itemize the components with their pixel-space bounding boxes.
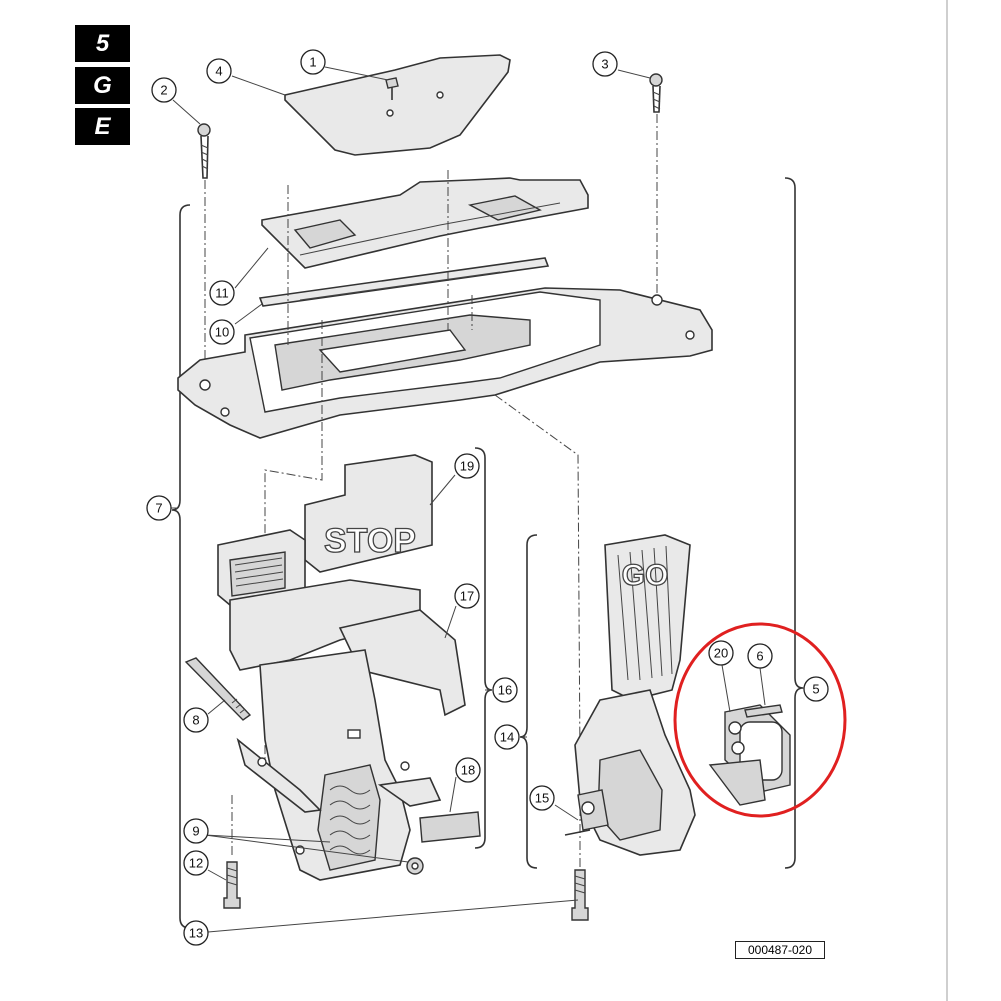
svg-text:17: 17	[460, 589, 474, 604]
section-tab-letter-g: G	[75, 67, 130, 104]
callout-14: 14	[494, 724, 520, 750]
svg-text:14: 14	[500, 730, 514, 745]
callout-4: 4	[206, 58, 232, 84]
callout-1: 1	[300, 49, 326, 75]
svg-text:2: 2	[160, 83, 167, 98]
svg-text:4: 4	[215, 64, 222, 79]
bolt-2-head	[197, 123, 211, 137]
bolt-12	[223, 861, 241, 909]
svg-text:1: 1	[309, 55, 316, 70]
callout-18: 18	[455, 757, 481, 783]
section-tab-letter-e: E	[75, 108, 130, 145]
svg-text:15: 15	[535, 791, 549, 806]
bolt-13	[571, 869, 589, 921]
callout-10: 10	[209, 319, 235, 345]
bolt-2-shank	[200, 135, 209, 179]
highlight-ellipse	[673, 622, 847, 818]
callout-13: 13	[183, 920, 209, 946]
seal-strip-10	[258, 257, 550, 307]
callout-2: 2	[151, 77, 177, 103]
svg-text:13: 13	[189, 926, 203, 941]
svg-text:5: 5	[812, 682, 819, 697]
svg-text:11: 11	[215, 286, 229, 301]
bracket-plate	[236, 737, 322, 813]
stop-pedal-pad-19	[304, 454, 433, 573]
callout-5: 5	[803, 676, 829, 702]
callout-17: 17	[454, 583, 480, 609]
callout-20: 20	[708, 640, 734, 666]
cover-17	[338, 609, 466, 717]
bracket-14	[519, 534, 538, 869]
callout-11: 11	[209, 280, 235, 306]
svg-text:9: 9	[192, 824, 199, 839]
svg-text:3: 3	[601, 57, 608, 72]
svg-text:16: 16	[498, 683, 512, 698]
bracket-7	[171, 204, 191, 929]
go-decal-text: GO	[622, 559, 669, 592]
bumper-18	[419, 811, 481, 843]
bolt-3-head	[649, 73, 663, 87]
svg-text:7: 7	[155, 501, 162, 516]
svg-text:10: 10	[215, 325, 229, 340]
callout-12: 12	[183, 850, 209, 876]
callout-15: 15	[529, 785, 555, 811]
svg-text:19: 19	[460, 459, 474, 474]
svg-text:6: 6	[756, 649, 763, 664]
callout-7: 7	[146, 495, 172, 521]
callout-3: 3	[592, 51, 618, 77]
figure-id-label: 000487-020	[735, 941, 825, 959]
gasket-11	[261, 177, 589, 269]
callout-6: 6	[747, 643, 773, 669]
svg-text:8: 8	[192, 713, 199, 728]
cover-plate-4	[284, 54, 511, 156]
callout-16: 16	[492, 677, 518, 703]
callout-8: 8	[183, 707, 209, 733]
stop-decal-text: STOP	[324, 522, 416, 560]
callout-19: 19	[454, 453, 480, 479]
svg-text:20: 20	[714, 646, 728, 661]
screw-1	[385, 77, 399, 89]
bracket-16	[474, 447, 493, 849]
svg-text:18: 18	[461, 763, 475, 778]
section-tab-number: 5	[75, 25, 130, 62]
screw-6	[744, 704, 783, 718]
svg-text:12: 12	[189, 856, 203, 871]
page-edge-rule	[946, 0, 948, 1001]
callout-9: 9	[183, 818, 209, 844]
